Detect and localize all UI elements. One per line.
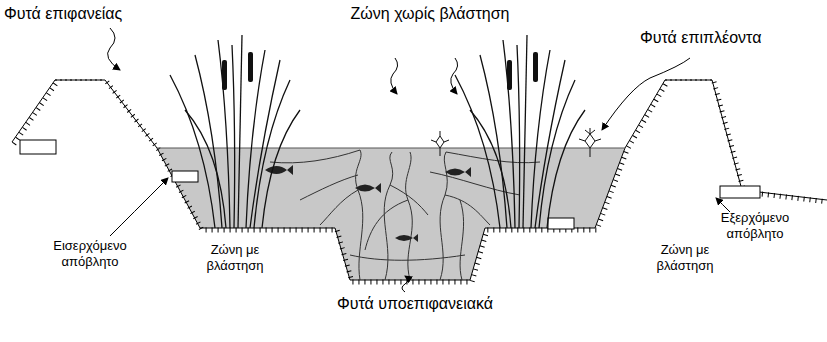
plant-label: Φυτά επιφανείας — [4, 4, 174, 23]
zone-label: Ζώνη χωρίς βλάστηση — [345, 4, 515, 23]
plant-label: Φυτά υποεπιφανειακά — [325, 294, 505, 313]
pipe-label: Εισερχόμενο απόβλητο — [40, 238, 140, 269]
pipe-label: Εξερχόμενο απόβλητο — [700, 210, 810, 241]
zone-label: Ζώνη με βλάστηση — [192, 242, 278, 273]
plant-label: Φυτά επιπλέοντα — [640, 28, 823, 47]
zone-label: Ζώνη με βλάστηση — [642, 242, 728, 273]
